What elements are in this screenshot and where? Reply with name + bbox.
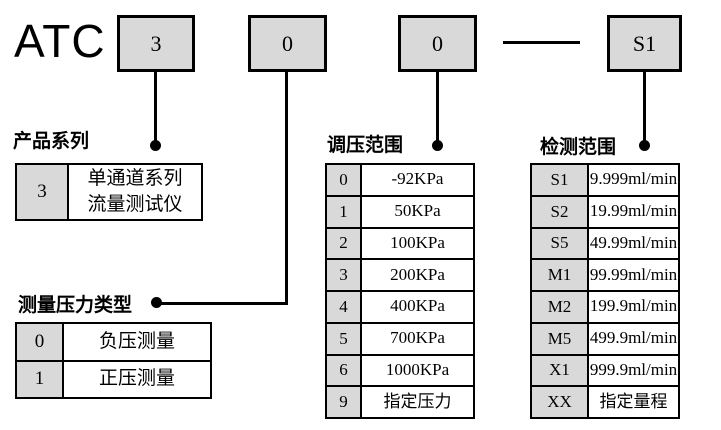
connector-pressure-range-line: [436, 72, 439, 142]
table-row: S2 19.99ml/min: [532, 194, 678, 227]
table-row: 2 100KPa: [327, 226, 473, 259]
code-cell: 3: [327, 260, 362, 290]
table-row: 9 指定压力: [327, 385, 473, 417]
value-cell: 199.9ml/min: [589, 296, 678, 316]
code-cell: M1: [532, 260, 589, 290]
connector-pressure-type-vline: [285, 72, 288, 305]
value-cell: 400KPa: [390, 296, 445, 316]
code-cell: 5: [327, 323, 362, 354]
value-cell: 19.99ml/min: [589, 201, 678, 221]
table-row: X1 999.9ml/min: [532, 353, 678, 386]
value-cell: 99.99ml/min: [589, 264, 678, 284]
code-box-detection-range: S1: [607, 15, 682, 72]
code-cell: 1: [17, 361, 64, 397]
dash-separator: [503, 41, 580, 44]
table-row: S1 9.999ml/min: [532, 165, 678, 195]
code-cell: S1: [532, 165, 589, 195]
value-cell: -92KPa: [391, 169, 444, 189]
table-row: M5 499.9ml/min: [532, 321, 678, 354]
value-cell: 1000KPa: [385, 359, 450, 379]
value-cell: 指定压力: [383, 391, 452, 411]
code-cell: 2: [327, 228, 362, 259]
table-row: 1 正压测量: [17, 359, 210, 397]
table-row: 0 负压测量: [17, 324, 210, 360]
table-row: 4 400KPa: [327, 290, 473, 322]
value-cell: 49.99ml/min: [589, 232, 678, 252]
value-cell: 999.9ml/min: [589, 359, 678, 379]
product-prefix: ATC: [14, 15, 106, 67]
code-cell: 4: [327, 292, 362, 322]
value-cell: 700KPa: [390, 328, 445, 348]
heading-pressure-range: 调压范围: [327, 135, 404, 156]
value-cell: 9.999ml/min: [589, 169, 678, 189]
code-cell: 3: [17, 165, 69, 219]
table-detection-range: S1 9.999ml/min S2 19.99ml/min S5 49.99ml…: [530, 163, 680, 419]
connector-pressure-range-dot: [432, 140, 443, 151]
code-cell: M5: [532, 323, 589, 354]
code-box-pressure-range: 0: [398, 15, 477, 72]
table-product-series: 3 单通道系列 流量测试仪: [15, 163, 203, 221]
code-cell: 9: [327, 387, 362, 417]
table-row: M1 99.99ml/min: [532, 258, 678, 290]
code-cell: S2: [532, 196, 589, 227]
value-cell: 200KPa: [390, 264, 445, 284]
code-cell: 6: [327, 355, 362, 386]
value-cell: 指定量程: [599, 391, 668, 411]
table-pressure-range: 0 -92KPa 1 50KPa 2 100KPa 3 200KPa 4 400…: [325, 163, 475, 419]
code-cell: M2: [532, 292, 589, 322]
table-row: XX 指定量程: [532, 385, 678, 417]
value-cell: 499.9ml/min: [589, 328, 678, 348]
value-cell: 50KPa: [394, 201, 441, 221]
table-pressure-type: 0 负压测量 1 正压测量: [15, 322, 212, 399]
connector-pressure-type-dot: [151, 297, 162, 308]
value-cell: 100KPa: [390, 232, 445, 252]
value-cell: 正压测量: [98, 368, 175, 390]
code-box-series: 3: [117, 15, 195, 72]
code-box-pressure-type: 0: [248, 15, 327, 72]
table-row: 1 50KPa: [327, 194, 473, 227]
connector-series-dot: [150, 140, 161, 151]
heading-pressure-type: 测量压力类型: [18, 295, 133, 316]
table-row: 3 200KPa: [327, 258, 473, 290]
value-cell: 负压测量: [98, 330, 175, 352]
code-cell: XX: [532, 387, 589, 417]
connector-pressure-type-hline: [156, 302, 288, 305]
table-row: 0 -92KPa: [327, 165, 473, 195]
code-cell: 1: [327, 196, 362, 227]
table-row: S5 49.99ml/min: [532, 226, 678, 259]
table-row: M2 199.9ml/min: [532, 290, 678, 322]
table-row: 5 700KPa: [327, 321, 473, 354]
code-cell: S5: [532, 228, 589, 259]
table-row: 3 单通道系列 流量测试仪: [17, 165, 201, 219]
code-cell: X1: [532, 355, 589, 386]
connector-detection-range-dot: [639, 140, 650, 151]
connector-detection-range-line: [643, 72, 646, 142]
value-cell: 单通道系列 流量测试仪: [87, 168, 183, 215]
table-row: 6 1000KPa: [327, 353, 473, 386]
code-cell: 0: [17, 324, 64, 360]
code-cell: 0: [327, 165, 362, 195]
heading-product-series: 产品系列: [13, 131, 90, 152]
connector-series-line: [154, 72, 157, 142]
heading-detection-range: 检测范围: [540, 137, 617, 158]
